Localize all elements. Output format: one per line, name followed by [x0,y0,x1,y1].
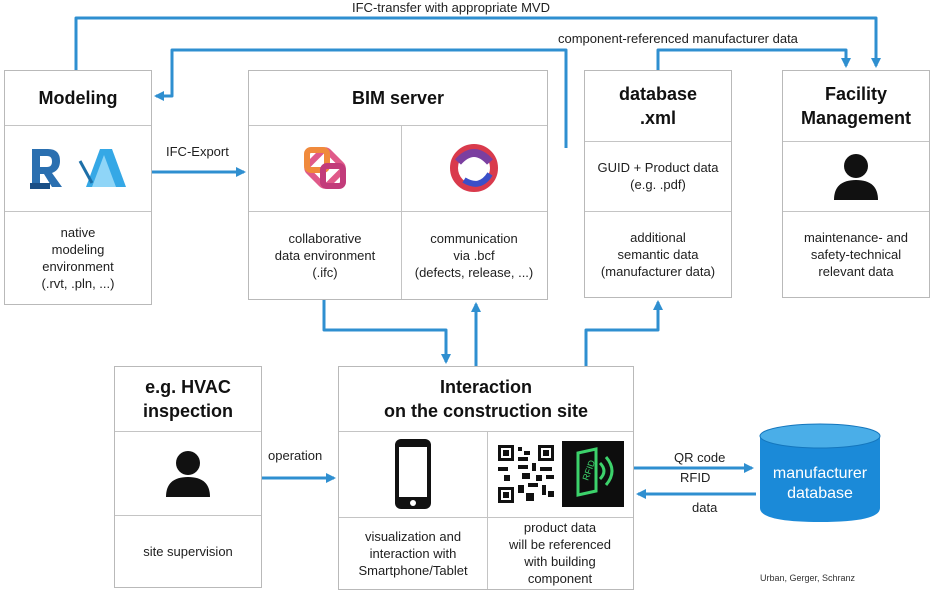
arrow-component-data [656,48,851,70]
facility-management-box: Facility Management maintenance- and saf… [782,70,930,298]
divider [401,125,402,299]
label-operation: operation [268,448,323,463]
manufacturer-database-label: manufacturer database [772,465,868,502]
interaction-left-caption: visualization and interaction with Smart… [358,528,468,578]
bim-right-caption: communication via .bcf (defects, release… [414,230,534,280]
divider [585,211,731,212]
modeling-caption: native modeling environment (.rvt, .pln,… [41,224,115,291]
interaction-right-caption: product data will be referenced with bui… [509,520,611,586]
bim-left-caption: collaborative data environment (.ifc) [274,230,376,280]
arrow-interaction-to-database [584,300,663,366]
facility-title: Facility Management [800,84,912,128]
divider [783,141,929,142]
arrow-ifc-transfer [74,16,881,70]
divider [339,517,633,518]
person-icon [166,451,210,497]
revit-logo-icon [30,149,62,189]
bimserver-logo-icon [304,147,346,189]
divider [487,431,488,589]
divider [585,141,731,142]
qr-code-icon [496,443,556,505]
modeling-title: Modeling [38,88,118,108]
divider [5,211,151,212]
bcf-logo-icon [450,144,498,192]
divider [5,125,151,126]
divider [339,431,633,432]
modeling-box: Modeling native modeling environment (.r… [4,70,152,305]
arrow-bim-to-interaction [322,300,451,364]
credit-text: Urban, Gerger, Schranz [760,573,856,583]
arrow-bim-to-modeling [154,48,568,148]
hvac-caption: site supervision [143,543,233,559]
facility-icon-cell [783,141,929,211]
label-data: data [692,500,718,515]
divider [783,211,929,212]
divider [115,515,261,516]
label-component-data: component-referenced manufacturer data [558,31,798,46]
bcf-logo-cell [401,125,547,211]
database-xml-box: database .xml GUID + Product data (e.g. … [584,70,732,298]
bim-server-title: BIM server [351,88,445,108]
interaction-title: Interaction on the construction site [383,377,588,421]
revit-archicad-logos [30,149,126,189]
label-ifc-export: IFC-Export [166,144,229,159]
label-ifc-transfer: IFC-transfer with appropriate MVD [352,0,550,15]
database-middle: GUID + Product data (e.g. .pdf) [597,160,719,192]
facility-caption: maintenance- and safety-technical releva… [803,229,909,279]
hvac-icon-cell [115,431,261,515]
smartphone-icon [395,439,431,509]
qr-rfid-icons: RFID [496,441,624,507]
bimserver-logo-cell [249,125,401,211]
label-qr-code: QR code [674,450,726,465]
interaction-box: Interaction on the construction site [338,366,634,590]
divider [249,125,547,126]
smartphone-cell [339,431,487,517]
hvac-inspection-box: e.g. HVAC inspection site supervision [114,366,262,588]
person-icon [834,154,878,200]
database-caption: additional semantic data (manufacturer d… [600,229,716,279]
database-cylinder-icon [759,423,881,522]
rfid-tag-icon: RFID [562,441,624,507]
modeling-icons [5,125,151,211]
hvac-title: e.g. HVAC inspection [142,377,233,421]
label-rfid: RFID [680,470,711,485]
qr-rfid-cell: RFID [487,431,633,517]
divider [249,211,547,212]
database-title: database .xml [618,84,698,128]
bim-server-box: BIM server collaborative data environmen… [248,70,548,300]
archicad-logo-icon [78,149,126,187]
divider [115,431,261,432]
